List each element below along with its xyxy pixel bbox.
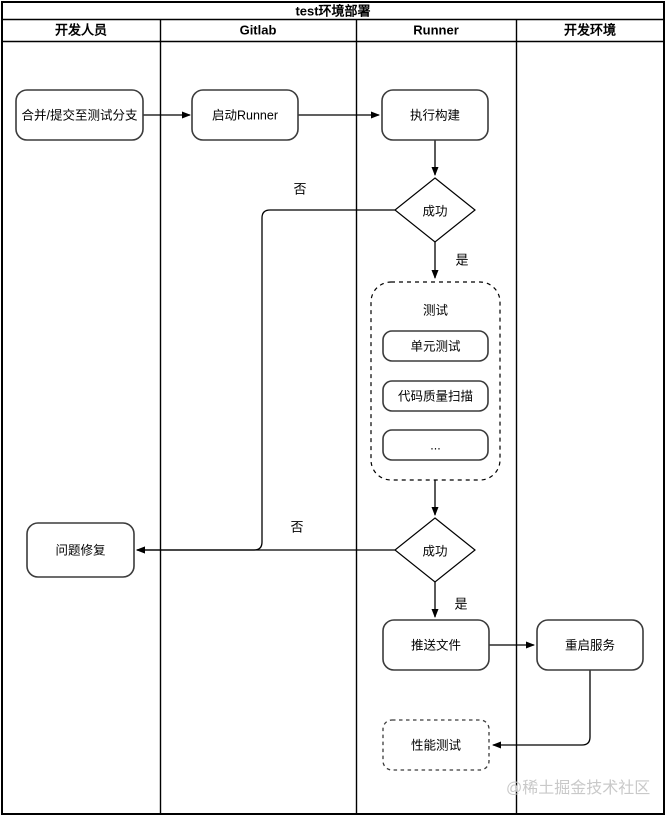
node-restart-service: 重启服务 <box>536 619 644 671</box>
lane-header-gitlab: Gitlab <box>240 23 277 38</box>
node-start-runner: 启动Runner <box>191 89 299 141</box>
node-performance-test-box <box>382 719 490 771</box>
node-push-files: 推送文件 <box>382 619 490 671</box>
decision-test-success: 成功 <box>394 517 476 583</box>
lane-header-devenv: 开发环境 <box>564 23 616 38</box>
node-fix-issue: 问题修复 <box>26 522 135 578</box>
node-fix-issue-label: 问题修复 <box>55 542 106 557</box>
edges: 否 是 否 是 <box>136 111 591 749</box>
lane-header-runner: Runner <box>413 23 459 38</box>
node-push-files-box <box>382 619 490 671</box>
node-code-quality-label: 代码质量扫描 <box>398 389 473 403</box>
lane-header-developer: 开发人员 <box>55 23 107 38</box>
node-merge-commit: 合并/提交至测试分支 <box>15 89 144 141</box>
node-performance-test: 性能测试 <box>382 719 490 771</box>
node-restart-service-label: 重启服务 <box>565 637 615 652</box>
node-start-runner-box <box>191 89 299 141</box>
group-tests-title: 测试 <box>423 302 449 317</box>
node-merge-commit-label: 合并/提交至测试分支 <box>22 107 138 122</box>
decision-build-success-label: 成功 <box>422 204 447 218</box>
watermark-text: @稀土掘金技术社区 <box>506 779 650 797</box>
node-code-quality-box <box>382 380 489 412</box>
node-run-build: 执行构建 <box>381 89 489 141</box>
decision-build-success-shape <box>394 177 476 243</box>
group-tests: 测试 单元测试 代码质量扫描 ... <box>370 281 501 481</box>
decision-build-success: 成功 <box>394 177 476 243</box>
edge-restart-to-perf <box>492 670 591 749</box>
node-run-build-label: 执行构建 <box>410 107 461 122</box>
edge-label-yes-2: 是 <box>454 597 467 612</box>
decision-test-success-shape <box>394 517 476 583</box>
node-restart-service-box <box>536 619 644 671</box>
node-more-tests-label: ... <box>430 438 440 452</box>
node-run-build-box <box>381 89 489 141</box>
edge-label-no-1: 否 <box>293 182 306 197</box>
edge-label-yes-1: 是 <box>455 253 468 268</box>
node-more-tests-box <box>382 429 489 461</box>
decision-test-success-label: 成功 <box>422 544 447 558</box>
node-fix-issue-box <box>26 522 135 578</box>
node-performance-test-label: 性能测试 <box>411 737 462 752</box>
node-push-files-label: 推送文件 <box>411 637 461 652</box>
edge-label-no-2: 否 <box>290 520 303 535</box>
node-merge-commit-box <box>15 89 144 141</box>
group-tests-frame <box>370 281 501 481</box>
diagram-title: test环境部署 <box>295 4 370 19</box>
node-unit-test-label: 单元测试 <box>410 338 461 353</box>
node-unit-test-box <box>382 330 489 362</box>
node-start-runner-label: 启动Runner <box>212 108 278 122</box>
